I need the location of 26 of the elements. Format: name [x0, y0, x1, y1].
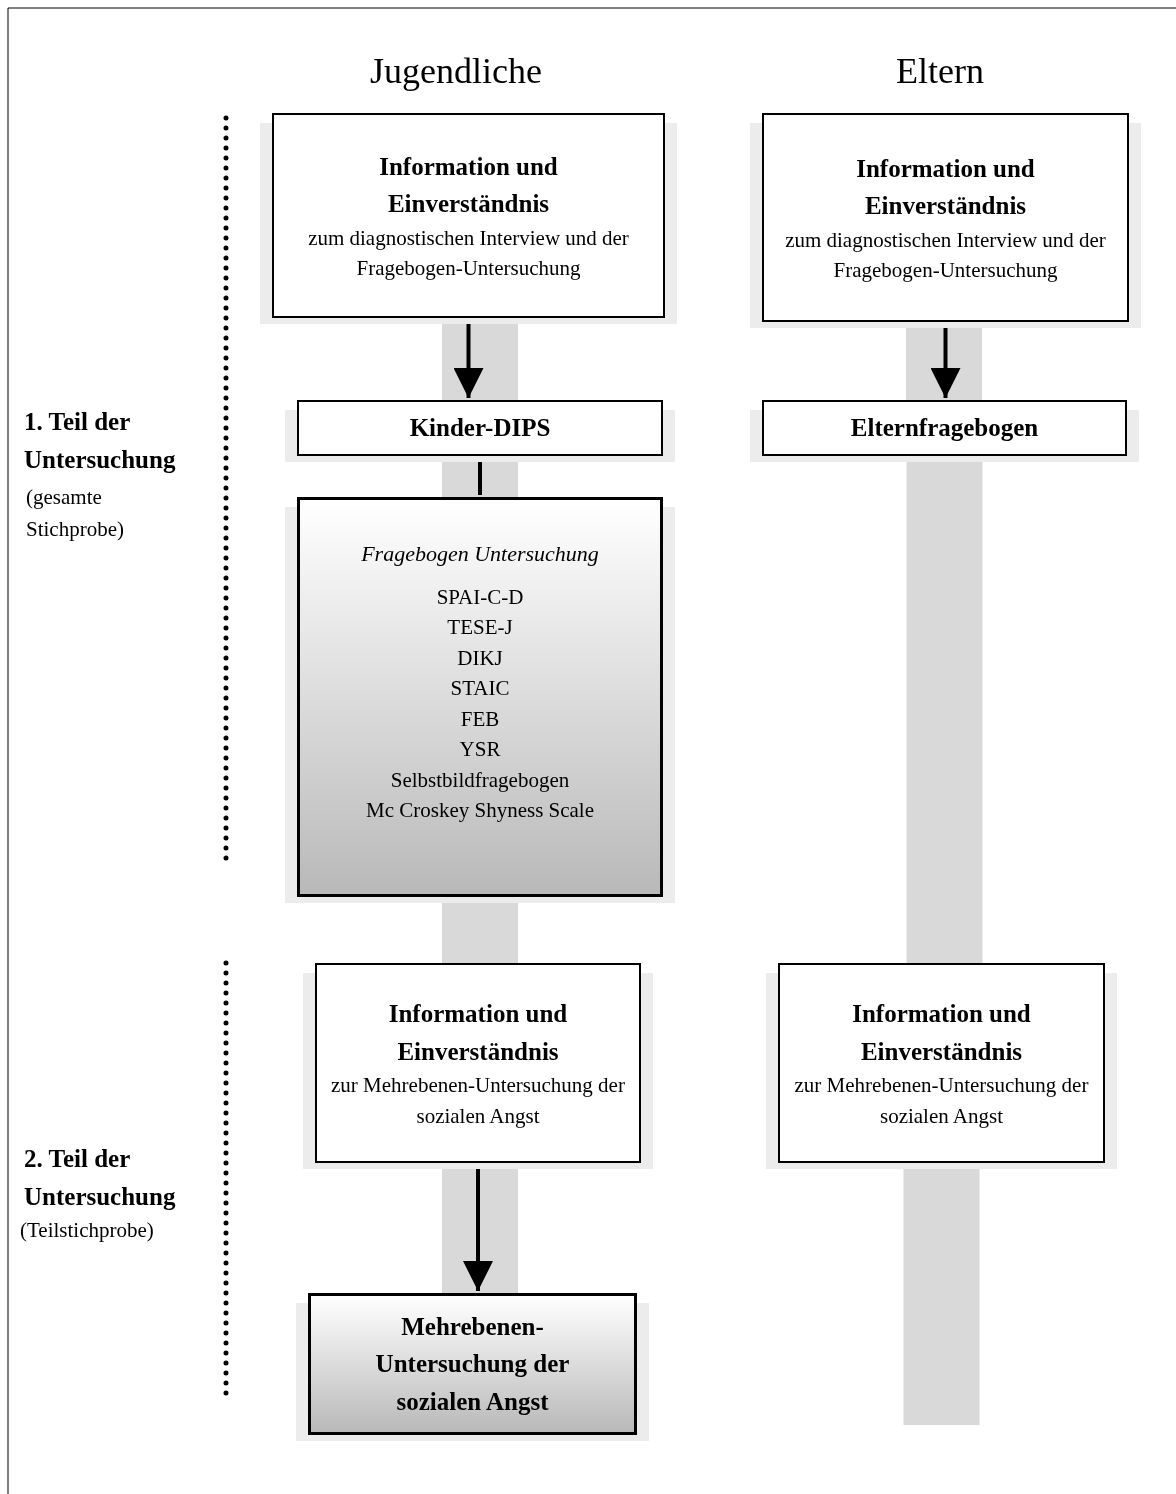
section-heading: 2. Teil der Untersuchung: [24, 1144, 177, 1212]
box-text: zum diagnostischen Interview und der Fragebogen-Untersuchung: [307, 224, 630, 282]
column-heading: Jugendliche: [370, 50, 542, 93]
section-note: (Teilstichprobe): [20, 1218, 154, 1244]
box-text: STAIC: [450, 675, 510, 703]
box-text: SPAI-C-D: [436, 583, 524, 611]
box-text: Mc Croskey Shyness Scale: [365, 796, 595, 824]
box-heading: Information und Einverständnis: [851, 999, 1032, 1067]
column-heading: Eltern: [896, 50, 984, 93]
box-text: Selbstbildfragebogen: [390, 766, 570, 794]
box-text: zum diagnostischen Interview und der Fragebogen-Untersuchung: [784, 226, 1107, 284]
section-note: (gesamte Stichprobe): [26, 484, 125, 543]
box-text: zur Mehrebenen-Untersuchung der sozialen Angst: [793, 1072, 1090, 1130]
box-heading: Information und Einverständnis: [378, 151, 559, 220]
box-text: YSR: [459, 736, 501, 764]
box-heading: Information und Einverständnis: [387, 999, 569, 1067]
box-text: zur Mehrebenen-Untersuchung der sozialen Angst: [330, 1072, 626, 1130]
box-heading: Information und Einverständnis: [855, 153, 1036, 222]
box-text: FEB: [460, 705, 500, 733]
box-heading: Fragebogen Untersuchung: [361, 540, 599, 568]
box-text: DIKJ: [457, 644, 503, 672]
box-heading: Elternfragebogen: [850, 413, 1039, 444]
section-heading: 1. Teil der Untersuchung: [24, 407, 177, 475]
box-heading: Kinder-DIPS: [409, 413, 551, 444]
box-text: TESE-J: [447, 614, 513, 642]
box-heading: Mehrebenen-Untersuchung der sozialen Angst: [374, 1311, 571, 1417]
